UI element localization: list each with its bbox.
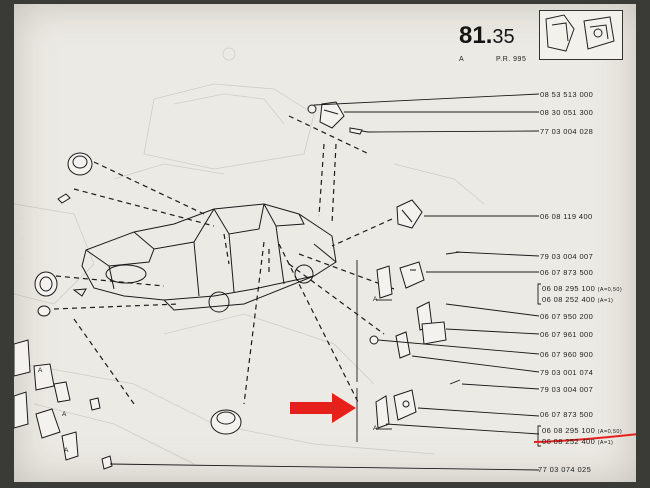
- part-number: 06 08 252 400 (A=1): [542, 295, 613, 304]
- red-underline: [533, 433, 636, 443]
- part-number-code: 06 08 295 100: [542, 284, 596, 293]
- svg-text:A: A: [62, 411, 67, 418]
- part-number: 79 03 004 007: [540, 385, 594, 394]
- part-number: 06 07 873 500: [540, 410, 594, 419]
- catalog-page: . . . . . .: [14, 4, 636, 482]
- car-body: [81, 203, 337, 301]
- part-number: 77 03 004 028: [540, 127, 594, 136]
- price-reference: P.R. 995: [496, 56, 527, 63]
- dimension-label: A: [373, 425, 378, 432]
- screw-part: [349, 127, 363, 135]
- part-number-code: 06 08 295 100: [542, 426, 596, 435]
- page-number-sub: 35: [492, 26, 515, 48]
- part-number: 06 08 295 100 (A=0,50): [542, 426, 622, 435]
- part-variant: (A=0,50): [597, 287, 623, 293]
- part-number: 77 03 074 025: [538, 465, 592, 474]
- part-number: 06 08 252 400 (A=1): [542, 437, 613, 446]
- red-arrow: [290, 393, 356, 423]
- door-lock-icon: [545, 14, 615, 52]
- clip-part: [307, 104, 317, 114]
- svg-text:A: A: [64, 447, 69, 454]
- part-number: 06 07 873 500: [540, 268, 594, 277]
- page-number: 81.35: [459, 22, 515, 49]
- svg-text:. .: . .: [19, 255, 24, 261]
- part-number: 79 03 001 074: [540, 368, 594, 377]
- part-variant: (A=1): [597, 440, 614, 446]
- part-number-code: 06 08 252 400: [542, 295, 596, 304]
- svg-text:A: A: [38, 367, 43, 374]
- part-number: 06 08 295 100 (A=0,50): [542, 284, 622, 293]
- edition-label: A: [459, 56, 464, 63]
- part-variant: (A=1): [597, 298, 614, 304]
- section-thumbnail: [539, 10, 623, 60]
- part-number: 79 03 004 007: [540, 252, 594, 261]
- part-number: 08 53 513 000: [540, 90, 594, 99]
- part-number: 06 08 119 400: [540, 212, 593, 221]
- part-number: 06 07 961 000: [540, 330, 594, 339]
- part-number: 06 07 960 900: [540, 350, 594, 359]
- part-variant: (A=0,50): [597, 429, 623, 435]
- svg-text:. .: . .: [19, 215, 24, 221]
- svg-text:. .: . .: [19, 235, 24, 241]
- lock-part: [319, 101, 345, 129]
- part-number-code: 06 08 252 400: [542, 437, 596, 446]
- page-number-main: 81: [459, 22, 486, 49]
- dimension-label: A: [373, 296, 378, 303]
- striker-part: [396, 199, 423, 229]
- exploded-view-diagram: A A A: [14, 93, 636, 471]
- part-number: 08 30 051 300: [540, 108, 594, 117]
- part-number: 06 07 950 200: [540, 312, 594, 321]
